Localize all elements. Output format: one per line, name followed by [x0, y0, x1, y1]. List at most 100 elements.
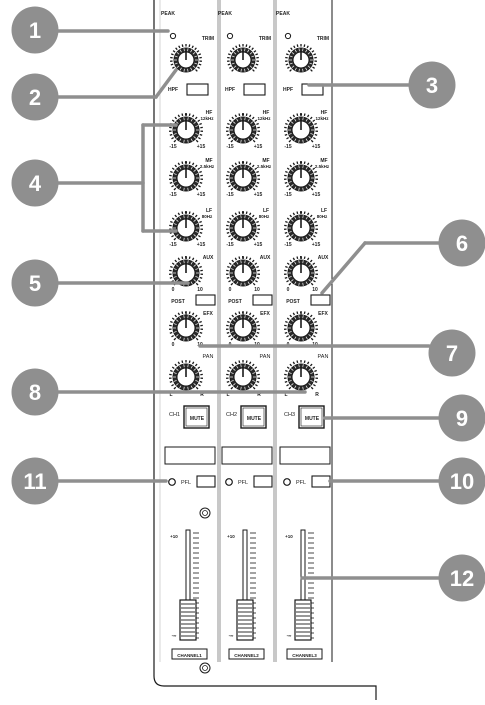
- knob-tick: [246, 113, 247, 115]
- knob-tick: [175, 260, 177, 262]
- pfl-button[interactable]: [254, 476, 272, 487]
- knob-tick: [193, 362, 194, 364]
- pan-label: PAN: [318, 354, 329, 360]
- trim-knob[interactable]: [285, 44, 317, 72]
- pan-knob[interactable]: [284, 360, 318, 390]
- eq-hf-knob[interactable]: [226, 113, 260, 143]
- knob-tick: [171, 64, 173, 65]
- knob-tick: [293, 362, 294, 364]
- knob-tick: [290, 315, 292, 317]
- eq-lf-knob[interactable]: [169, 211, 203, 241]
- knob-tick: [255, 336, 257, 337]
- trim-knob[interactable]: [170, 44, 202, 72]
- knob-tick: [229, 138, 231, 139]
- knob-tick: [182, 211, 183, 213]
- eq-hf-knob[interactable]: [169, 113, 203, 143]
- knob-tick: [297, 113, 298, 115]
- pfl-button[interactable]: [312, 476, 330, 487]
- eq-lf-knob[interactable]: [284, 211, 318, 241]
- knob-tick: [182, 256, 183, 258]
- scribble-strip: [280, 447, 330, 464]
- eq-lf-knob[interactable]: [226, 211, 260, 241]
- knob-tick: [314, 64, 316, 65]
- knob-tick: [175, 165, 177, 167]
- trim-knob[interactable]: [227, 44, 259, 72]
- knob-tick: [232, 165, 234, 167]
- knob-tick: [293, 258, 294, 260]
- knob-tick: [189, 113, 190, 115]
- knob-tick: [193, 115, 194, 117]
- knob-tick: [239, 211, 240, 213]
- knob-tick: [172, 318, 174, 319]
- knob-tick: [297, 256, 298, 258]
- trim-label: TRIM: [317, 36, 329, 42]
- knob-tick: [315, 134, 317, 135]
- callout-number: 7: [446, 341, 458, 366]
- knob-tick: [170, 370, 172, 371]
- eq-freq-label: 2.5kHz: [200, 164, 215, 169]
- pfl-led: [226, 479, 233, 486]
- knob-tick: [174, 238, 176, 240]
- knob-tick: [286, 54, 288, 55]
- callout-number: 11: [23, 469, 46, 494]
- knob-tick: [255, 367, 257, 368]
- aux-max-label: 10: [254, 287, 260, 293]
- eq-min-label: -15: [284, 242, 291, 248]
- knob-tick: [235, 213, 236, 215]
- aux-knob[interactable]: [284, 256, 318, 286]
- knob-tick: [227, 321, 229, 322]
- knob-tick: [256, 370, 258, 371]
- knob-tick: [227, 182, 229, 183]
- pfl-button[interactable]: [197, 476, 215, 487]
- pan-knob[interactable]: [169, 360, 203, 390]
- knob-tick: [228, 54, 230, 55]
- knob-tick: [231, 387, 233, 389]
- knob-tick: [250, 115, 251, 117]
- hpf-switch[interactable]: [187, 84, 208, 95]
- hpf-switch[interactable]: [244, 84, 265, 95]
- knob-tick: [170, 134, 172, 135]
- eq-hf-knob[interactable]: [284, 113, 318, 143]
- knob-tick: [304, 161, 305, 163]
- pan-knob[interactable]: [226, 360, 260, 390]
- knob-tick: [256, 64, 258, 65]
- knob-tick: [229, 120, 231, 121]
- knob-tick: [287, 138, 289, 139]
- post-switch[interactable]: [253, 295, 272, 305]
- knob-tick: [198, 263, 200, 264]
- knob-tick: [285, 221, 287, 222]
- eq-min-label: -15: [284, 192, 291, 198]
- knob-tick: [193, 163, 194, 165]
- eq-mf-knob[interactable]: [169, 161, 203, 191]
- knob-tick: [227, 123, 229, 124]
- efx-knob[interactable]: [226, 311, 260, 341]
- knob-tick: [287, 168, 289, 169]
- pfl-label: PFL: [181, 480, 191, 486]
- knob-tick: [293, 163, 294, 165]
- knob-tick: [255, 218, 257, 219]
- knob-tick: [239, 360, 240, 362]
- post-label: POST: [286, 299, 300, 305]
- knob-tick: [255, 186, 257, 187]
- post-switch[interactable]: [196, 295, 215, 305]
- knob-tick: [253, 188, 255, 190]
- knob-tick: [255, 120, 257, 121]
- knob-tick: [227, 134, 229, 135]
- post-switch[interactable]: [311, 295, 330, 305]
- pan-right-label: R: [315, 392, 319, 398]
- knob-tick: [198, 218, 200, 219]
- aux-knob[interactable]: [226, 256, 260, 286]
- knob-tick: [310, 260, 312, 262]
- mute-label: MUTE: [247, 416, 262, 422]
- eq-mf-knob[interactable]: [284, 161, 318, 191]
- knob-tick: [231, 338, 233, 340]
- knob-tick: [229, 168, 231, 169]
- knob-tick: [311, 338, 313, 340]
- efx-knob[interactable]: [169, 311, 203, 341]
- knob-tick: [196, 140, 198, 142]
- eq-mf-knob[interactable]: [226, 161, 260, 191]
- knob-tick: [313, 367, 315, 368]
- efx-knob[interactable]: [284, 311, 318, 341]
- callout-number: 5: [29, 271, 41, 296]
- eq-min-label: -15: [169, 144, 176, 150]
